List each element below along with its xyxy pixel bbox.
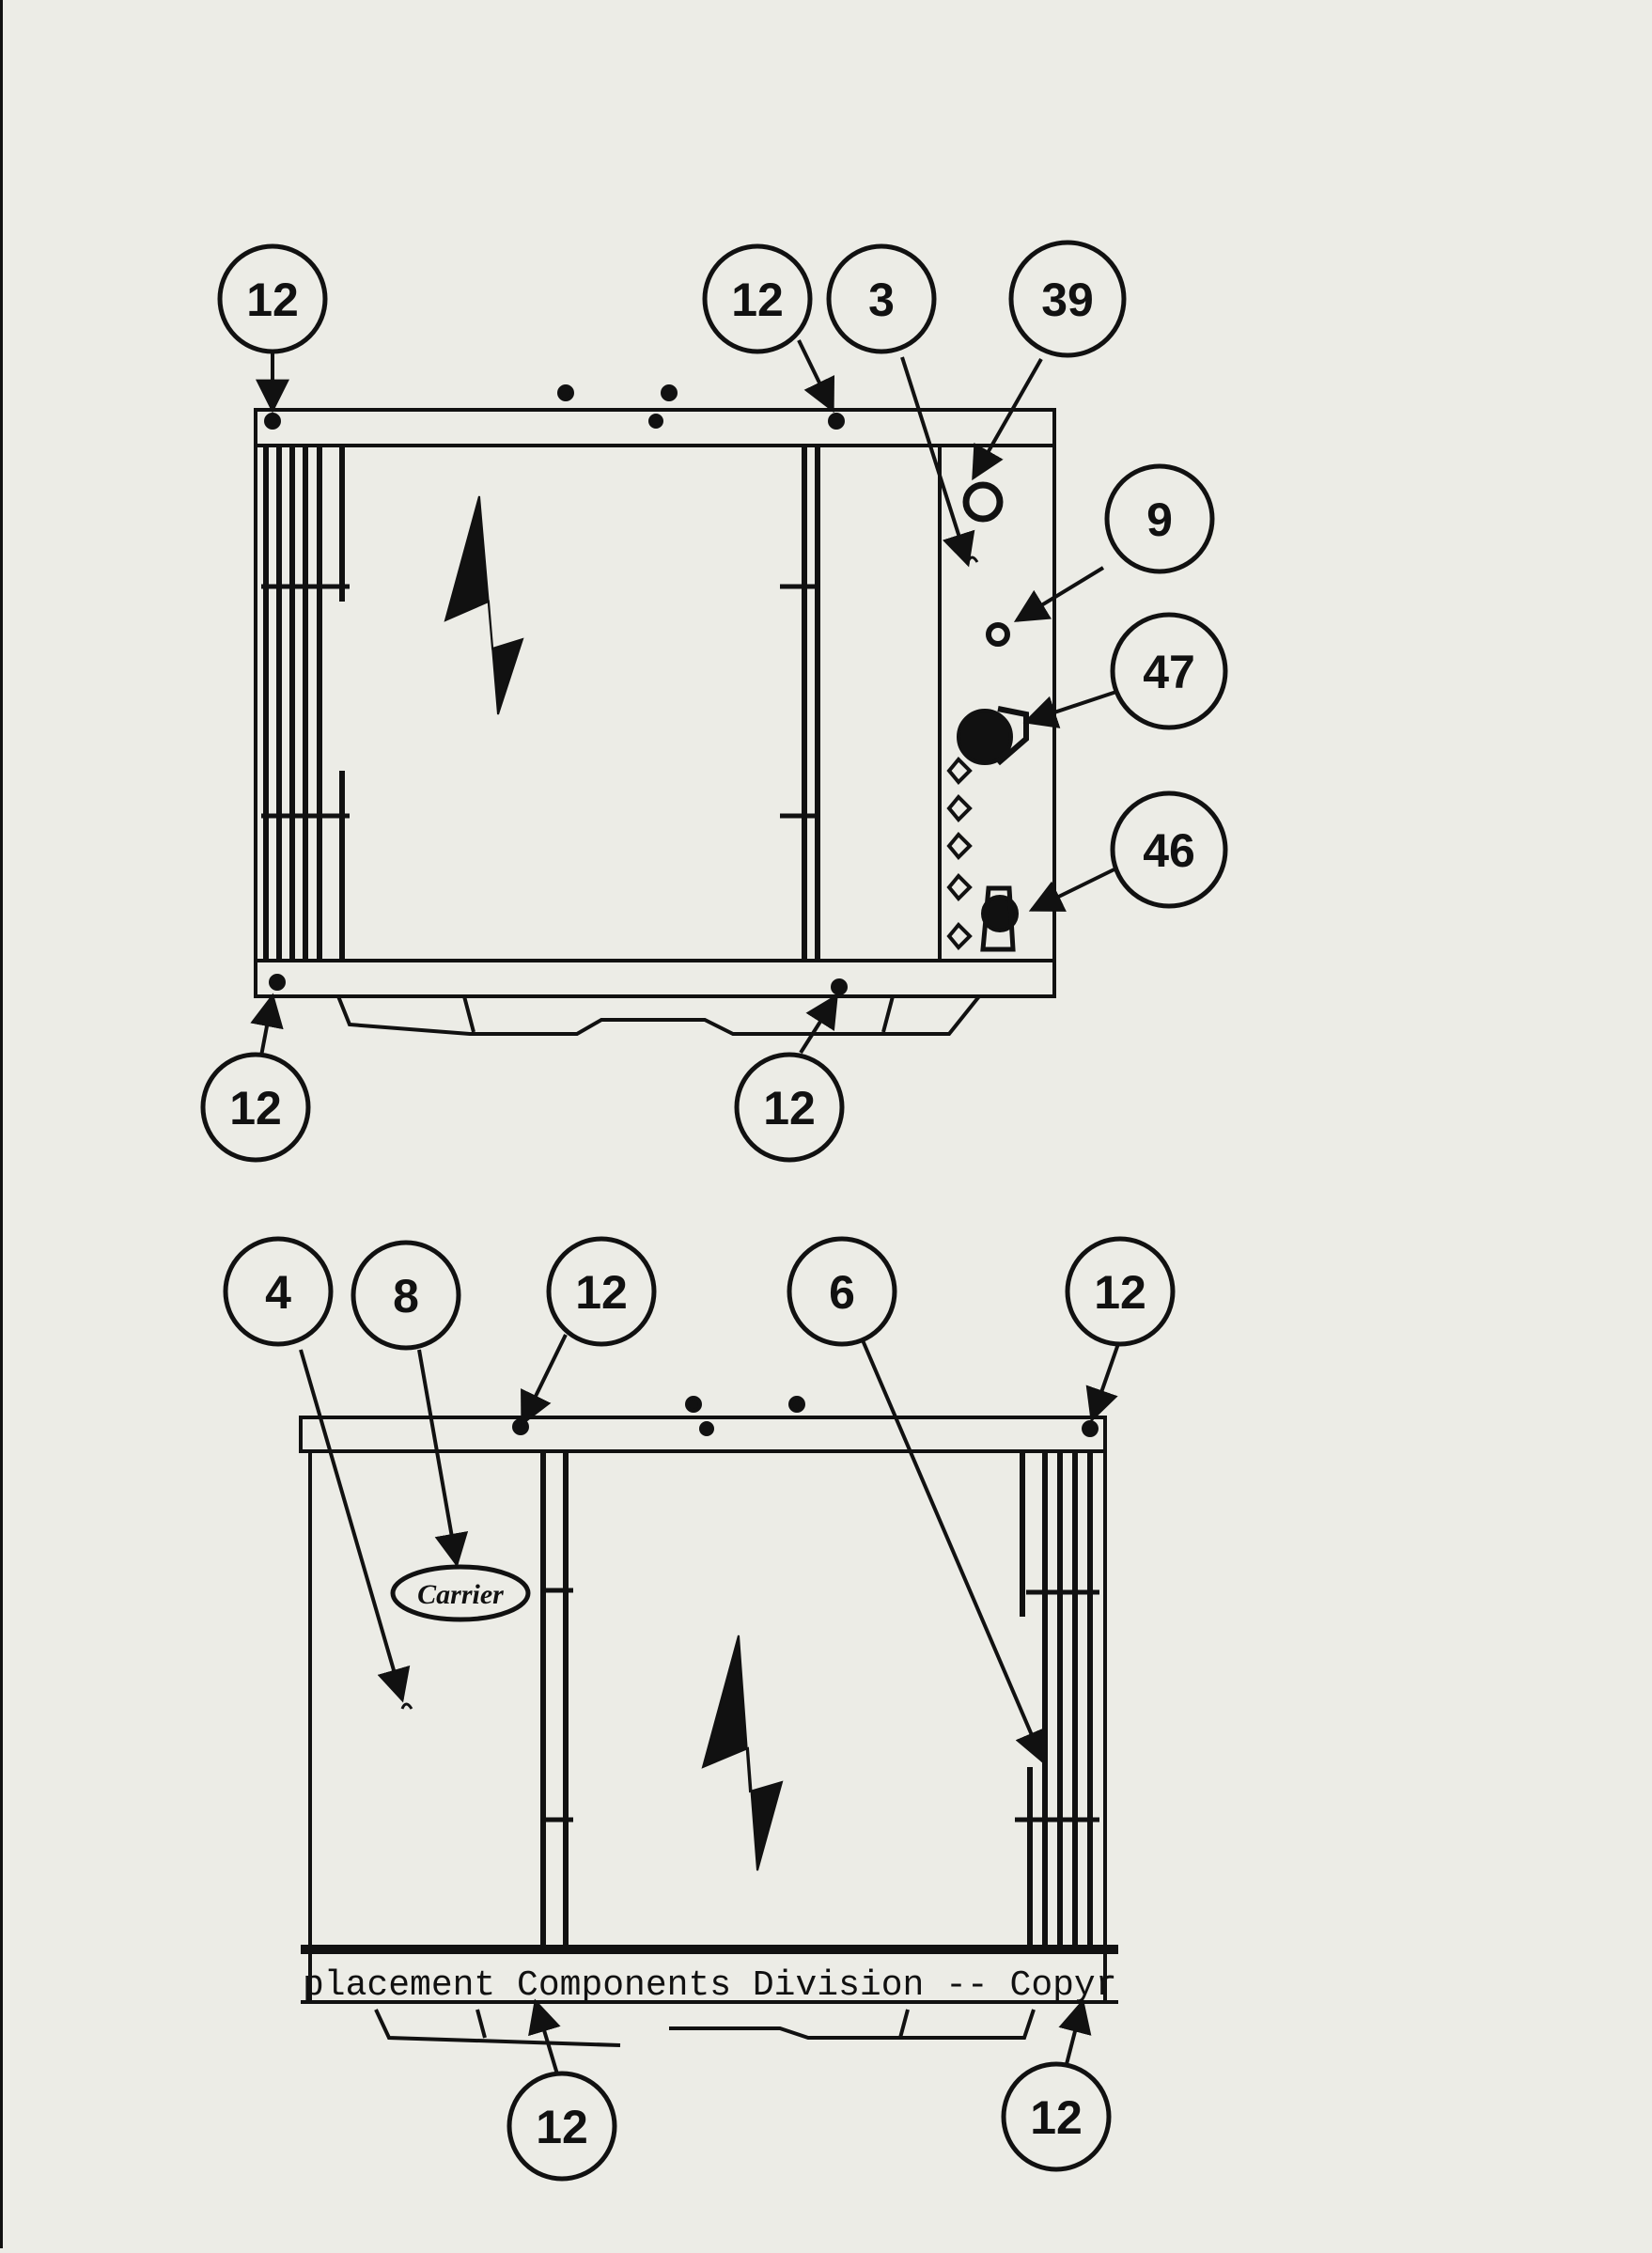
callout-4: 4 (223, 1236, 334, 1347)
svg-text:12: 12 (763, 1082, 816, 1134)
svg-text:12: 12 (1094, 1266, 1146, 1319)
svg-text:12: 12 (1030, 2091, 1083, 2144)
carrier-logo-icon: Carrier (390, 1564, 531, 1622)
callout-6: 6 (787, 1236, 897, 1347)
svg-text:8: 8 (393, 1270, 419, 1322)
svg-text:47: 47 (1143, 646, 1195, 698)
svg-text:12: 12 (229, 1082, 282, 1134)
callout-12-lower-c: 12 (507, 2071, 617, 2182)
bottom-leader-lines (299, 1334, 1122, 2078)
top-callouts: 12 12 3 39 9 47 46 12 (200, 240, 1228, 1163)
callout-9: 9 (1104, 463, 1215, 574)
lightning-bolt-icon (444, 495, 524, 715)
svg-text:12: 12 (575, 1266, 628, 1319)
svg-text:3: 3 (868, 274, 895, 326)
svg-text:6: 6 (829, 1266, 855, 1319)
callout-12-bottom-left: 12 (200, 1052, 311, 1163)
svg-text:39: 39 (1041, 274, 1094, 326)
callout-12-top-mid: 12 (702, 243, 813, 354)
callout-3: 3 (826, 243, 937, 354)
svg-text:12: 12 (536, 2101, 588, 2153)
callout-12-lower-b: 12 (1065, 1236, 1176, 1347)
svg-text:12: 12 (246, 274, 299, 326)
svg-text:9: 9 (1146, 493, 1173, 546)
callout-12-bottom-mid: 12 (734, 1052, 845, 1163)
callout-12-lower-a: 12 (546, 1236, 657, 1347)
svg-text:46: 46 (1143, 824, 1195, 877)
callout-8: 8 (351, 1240, 461, 1351)
svg-text:12: 12 (731, 274, 784, 326)
top-leader-lines (250, 339, 1129, 1067)
svg-text:4: 4 (265, 1266, 291, 1319)
callout-12-lower-d: 12 (1001, 2061, 1112, 2172)
callout-46: 46 (1110, 790, 1228, 909)
callout-47: 47 (1110, 612, 1228, 730)
callout-12-top-left: 12 (217, 243, 328, 354)
lightning-bolt-icon (701, 1635, 784, 1871)
bottom-callouts: 4 8 12 6 12 12 12 (223, 1236, 1176, 2182)
svg-text:Carrier: Carrier (417, 1579, 504, 1610)
copyright-strip-text: placement Components Division -- Copyr (303, 1965, 1117, 2006)
callout-39: 39 (1008, 240, 1127, 358)
